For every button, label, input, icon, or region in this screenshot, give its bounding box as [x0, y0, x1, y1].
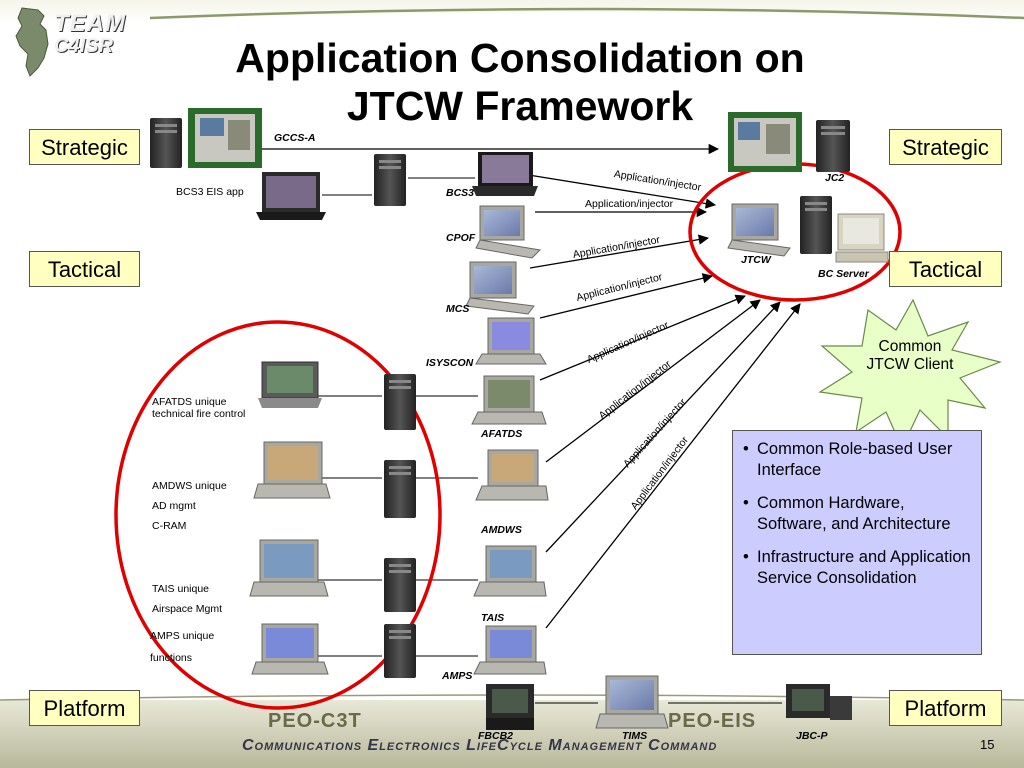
amps-laptop-icon	[473, 625, 547, 675]
amps-server-icon	[384, 624, 416, 678]
afatds-note-line-1: AFATDS unique	[152, 396, 227, 408]
amps-note-line-1: AMPS unique	[150, 630, 215, 642]
jbc-p-label: JBC-P	[796, 730, 828, 742]
mcs-label: MCS	[446, 303, 470, 315]
platform-left-label: Platform	[29, 690, 140, 726]
cecom-command-text: Communications Electronics LifeCycle Man…	[242, 737, 718, 754]
amps-unique-laptop-icon	[251, 623, 329, 675]
amdws-label: AMDWS	[481, 524, 522, 536]
legacy-apps-grouping-ellipse	[114, 320, 442, 710]
tais-server-icon	[384, 558, 416, 612]
cpof-laptop-icon	[475, 205, 542, 259]
benefit-text: Infrastructure and Application Service C…	[757, 548, 971, 587]
tais-note-line-1: TAIS unique	[152, 583, 210, 595]
amdws-note-line-2: AD mgmt	[152, 500, 196, 512]
title-line-2: JTCW Framework	[346, 83, 694, 129]
fbcb2-label: FBCB2	[478, 730, 514, 742]
benefit-text: Common Hardware, Software, and Architect…	[757, 494, 951, 533]
amps-note-line-2: functions	[150, 652, 193, 664]
gccs-a-monitor-icon	[188, 108, 262, 168]
jbc-p-device-icon	[786, 684, 852, 720]
logo-location-text: FORT MONMOUTH, NJ	[54, 61, 125, 68]
tais-injector-arrow	[545, 301, 781, 553]
page-number: 15	[980, 737, 995, 752]
afatds-server-icon	[384, 374, 416, 430]
strategic-right-label: Strategic	[889, 129, 1002, 165]
bcs3-laptop-icon	[472, 152, 538, 196]
star-line-1: Common	[878, 338, 942, 355]
benefit-text: Common Role-based User Interface	[757, 440, 953, 479]
peo-c3t-text: PEO-C3T	[268, 710, 362, 732]
gccs-a-server-icon	[150, 118, 182, 168]
bc-server-icon	[800, 196, 889, 263]
slide-title: Application Consolidation on JTCW Framew…	[150, 34, 890, 130]
isyscon-injector-arrow	[539, 273, 714, 319]
tais-laptop-icon	[473, 545, 547, 597]
common-jtcw-client-starburst	[818, 298, 1002, 450]
amdws-injector-arrow	[545, 299, 761, 463]
tais-note-line-2: Airspace Mgmt	[152, 603, 223, 615]
logo-c4isr-text: C4ISR	[54, 35, 113, 57]
benefit-item: • Infrastructure and Application Service …	[743, 547, 973, 589]
gccs-a-label: GCCS-A	[274, 132, 316, 144]
jtcw-label: JTCW	[741, 254, 771, 266]
afatds-note-line-2: technical fire control	[152, 408, 246, 420]
star-line-2: JTCW Client	[866, 356, 954, 373]
strategic-left-label: Strategic	[29, 129, 140, 165]
amdws-server-icon	[384, 460, 416, 518]
amdws-note-line-1: AMDWS unique	[152, 480, 227, 492]
isyscon-laptop-icon	[475, 317, 547, 365]
common-jtcw-client-text: Common JTCW Client	[840, 338, 980, 374]
mcs-laptop-icon	[465, 261, 535, 315]
bullet-icon: •	[743, 548, 749, 566]
afatds-label: AFATDS	[481, 428, 523, 440]
jc2-server-icon	[816, 120, 850, 172]
platform-right-label: Platform	[889, 690, 1002, 726]
jtcw-laptop-icon	[727, 203, 791, 257]
bcs3-server-icon	[374, 154, 406, 206]
benefits-box: • Common Role-based User Interface • Commo…	[732, 430, 982, 655]
amdws-unique-laptop-icon	[253, 441, 331, 499]
amdws-laptop-icon	[475, 449, 549, 501]
peo-eis-text: PEO-EIS	[668, 710, 757, 732]
fbcb2-device-icon	[486, 684, 534, 730]
team-c4isr-logo: TEAM C4ISR FORT MONMOUTH, NJ	[8, 6, 143, 77]
jc2-label: JC2	[825, 172, 845, 184]
benefits-list: • Common Role-based User Interface • Commo…	[743, 439, 973, 589]
benefit-item: • Common Role-based User Interface	[743, 439, 973, 481]
cpof-injector-label: Application/injector	[585, 198, 674, 210]
tactical-right-label: Tactical	[889, 251, 1002, 287]
afatds-injector-arrow	[539, 294, 746, 381]
tais-unique-laptop-icon	[249, 539, 329, 597]
bcs3-eis-note: BCS3 EIS app	[176, 186, 244, 198]
bcs3-injector-arrow	[509, 171, 717, 209]
bullet-icon: •	[743, 440, 749, 458]
new-jersey-state-icon	[15, 7, 49, 77]
amps-injector-arrow	[545, 303, 801, 629]
bcs3-label: BCS3	[446, 187, 475, 199]
bcs3-eis-laptop-icon	[256, 172, 326, 220]
tims-laptop-icon	[595, 675, 669, 729]
tims-label: TIMS	[622, 730, 648, 742]
tais-label: TAIS	[481, 612, 505, 624]
afatds-unique-laptop-icon	[258, 361, 322, 408]
bullet-icon: •	[743, 494, 749, 512]
bc-server-label: BC Server	[818, 268, 869, 280]
isyscon-label: ISYSCON	[426, 357, 474, 369]
title-line-1: Application Consolidation on	[235, 35, 805, 81]
logo-team-text: TEAM	[54, 10, 126, 37]
cpof-label: CPOF	[446, 232, 476, 244]
afatds-laptop-icon	[471, 375, 547, 425]
amdws-note-line-3: C-RAM	[152, 520, 187, 532]
amps-label: AMPS	[442, 670, 473, 682]
jc2-monitor-icon	[728, 112, 802, 172]
tactical-left-label: Tactical	[29, 251, 140, 287]
mcs-injector-arrow	[529, 234, 710, 269]
benefit-item: • Common Hardware, Software, and Architec…	[743, 493, 973, 535]
peo-banner: PEO-C3T PEO-EIS	[90, 710, 930, 740]
